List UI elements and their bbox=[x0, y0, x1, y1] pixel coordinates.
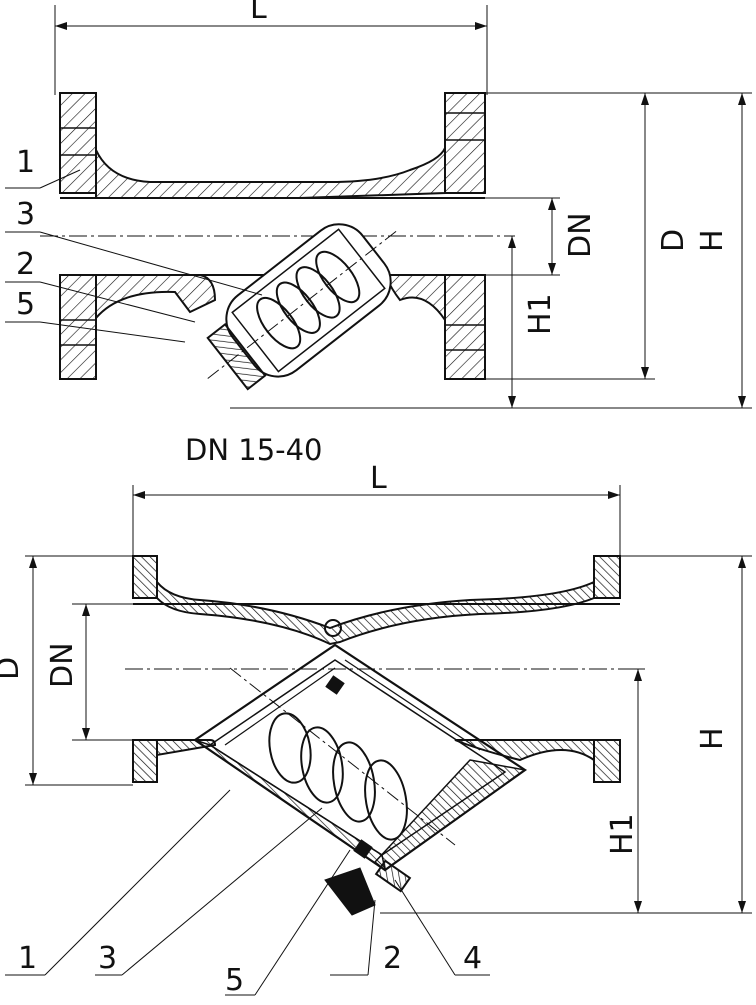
top-part-5: 5 bbox=[16, 287, 35, 322]
bottom-dim-H1: H1 bbox=[605, 668, 645, 913]
bottom-part-4: 4 bbox=[463, 941, 482, 976]
bottom-strainer bbox=[193, 619, 527, 916]
top-label-L: L bbox=[250, 0, 267, 26]
top-dim-H: H bbox=[515, 92, 752, 409]
bottom-label-L: L bbox=[370, 461, 387, 496]
top-view: L bbox=[5, 0, 752, 409]
bottom-label-DN: DN bbox=[45, 642, 80, 688]
top-dim-D: D bbox=[485, 92, 691, 380]
top-label-D: D bbox=[656, 229, 691, 252]
bottom-label-H: H bbox=[695, 727, 730, 750]
bottom-label-H1: H1 bbox=[605, 813, 640, 855]
caption: DN 15-40 bbox=[185, 433, 323, 467]
top-body-lower-wall-right bbox=[383, 274, 446, 324]
top-body-upper-wall bbox=[95, 147, 446, 199]
top-label-H: H bbox=[695, 229, 730, 252]
top-part-2: 2 bbox=[16, 247, 35, 282]
top-label-H1: H1 bbox=[523, 293, 558, 335]
bottom-body-upper-wall bbox=[156, 579, 595, 646]
bottom-view: L bbox=[0, 461, 752, 998]
top-body-lower-wall bbox=[95, 274, 217, 321]
top-dim-H1: H1 bbox=[230, 236, 558, 409]
top-part-3: 3 bbox=[16, 197, 35, 232]
bottom-dim-L: L bbox=[132, 461, 621, 560]
bottom-dim-D: D bbox=[0, 555, 133, 786]
bottom-left-flange bbox=[132, 555, 158, 783]
top-strainer bbox=[206, 223, 398, 391]
bottom-callouts: 1 3 5 2 4 bbox=[5, 789, 490, 998]
bottom-dim-H: H bbox=[380, 555, 752, 914]
bottom-body-lower-wall-right bbox=[454, 739, 595, 762]
top-callouts: 1 3 2 5 bbox=[5, 145, 263, 343]
top-label-DN: DN bbox=[563, 212, 598, 258]
top-right-flange bbox=[444, 92, 486, 380]
bottom-part-3: 3 bbox=[98, 941, 117, 976]
bottom-dim-DN: DN bbox=[45, 603, 133, 741]
bottom-label-D: D bbox=[0, 657, 26, 680]
top-dim-DN: DN bbox=[485, 197, 598, 276]
bottom-part-1: 1 bbox=[18, 941, 37, 976]
top-dim-L: L bbox=[54, 0, 488, 95]
bottom-part-5: 5 bbox=[225, 963, 244, 998]
top-part-1: 1 bbox=[16, 145, 35, 180]
bottom-part-2: 2 bbox=[383, 941, 402, 976]
